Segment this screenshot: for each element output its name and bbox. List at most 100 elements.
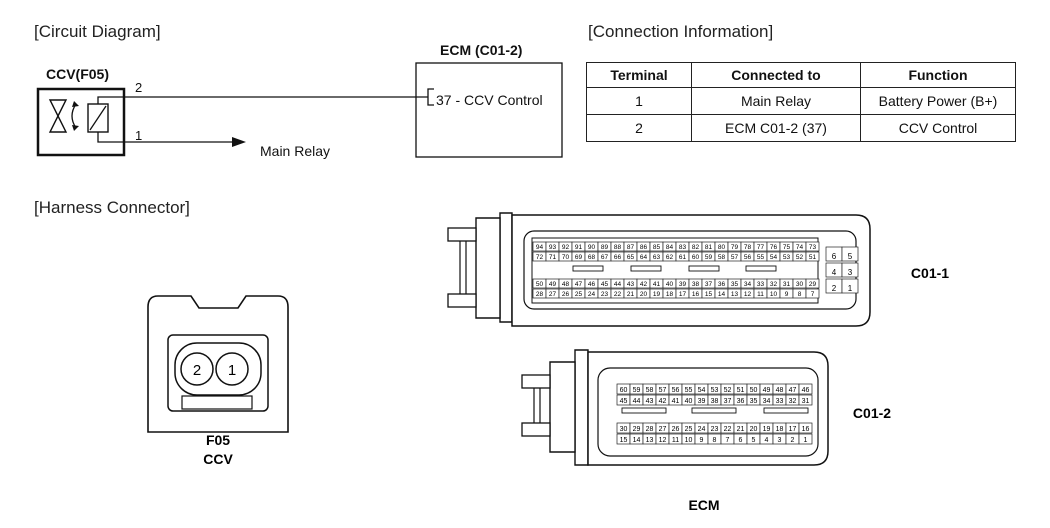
connector-pin-number: 31 (802, 398, 810, 405)
arrow-right-icon (232, 137, 246, 147)
connector-pin-number: 60 (620, 387, 628, 394)
connector-pin-number: 27 (549, 291, 557, 298)
connector-pin-number: 79 (731, 244, 739, 251)
wire-1-number: 1 (135, 128, 143, 143)
connector-pin-number: 23 (601, 291, 609, 298)
connector-pin-number: 84 (666, 244, 674, 251)
connector-pin-number: 70 (562, 254, 570, 261)
circuit-diagram-heading: [Circuit Diagram] (34, 22, 161, 41)
connector-pin-number: 86 (640, 244, 648, 251)
connector-pin-number: 75 (783, 244, 791, 251)
connector-pin-number: 69 (575, 254, 583, 261)
connector-pin-number: 11 (672, 437, 679, 444)
connector-pin-number: 92 (562, 244, 570, 251)
connector-pin-number: 30 (620, 426, 628, 433)
connector-pin-number: 39 (698, 398, 706, 405)
connector-pin (798, 433, 813, 445)
connector-pin-number: 91 (575, 244, 583, 251)
connector-pin-number: 30 (796, 281, 804, 288)
connector-pin-number: 72 (536, 254, 544, 261)
connector-pin-number: 58 (646, 387, 654, 394)
connector-pin-number: 6 (832, 252, 837, 261)
valve-symbol (48, 99, 68, 118)
connector-pin-number: 42 (659, 398, 667, 405)
connector-pin-number: 8 (713, 437, 717, 444)
connector-pin-number: 3 (848, 268, 853, 277)
connector-pin-number: 32 (770, 281, 778, 288)
connector-pin-number: 66 (614, 254, 622, 261)
connector-pin (805, 278, 820, 289)
connector-pin-number: 15 (705, 291, 713, 298)
connector-pin-number: 41 (653, 281, 661, 288)
connector-pin-number: 2 (832, 284, 837, 293)
connector-pin-number: 38 (692, 281, 700, 288)
connector-pin-number: 83 (679, 244, 687, 251)
harness-connector-heading: [Harness Connector] (34, 198, 190, 217)
connector-pin-number: 17 (679, 291, 687, 298)
connector-pin (841, 262, 859, 278)
connector-pin-number: 93 (549, 244, 557, 251)
connector-pin-number: 31 (783, 281, 791, 288)
connector-pin-number: 48 (562, 281, 570, 288)
connector-pin-number: 55 (685, 387, 693, 394)
connector-pin-number: 28 (646, 426, 654, 433)
connector-pin-number: 50 (536, 281, 544, 288)
connector-pin-number: 33 (757, 281, 765, 288)
connector-pin (798, 422, 813, 434)
connector-pin-number: 65 (627, 254, 635, 261)
connector-pin-number: 56 (672, 387, 680, 394)
f05-name: F05 (206, 432, 230, 448)
connector-pin-number: 43 (627, 281, 635, 288)
connector-pin-number: 36 (718, 281, 726, 288)
connector-pin-number: 64 (640, 254, 648, 261)
connector-pin-number: 71 (549, 254, 557, 261)
connector-pin-number: 22 (614, 291, 622, 298)
connector-pin-number: 37 (705, 281, 713, 288)
connector-pin-number: 67 (601, 254, 609, 261)
connector-pin-number: 81 (705, 244, 713, 251)
connector-pin-number: 12 (744, 291, 752, 298)
connector-pin-number: 13 (646, 437, 654, 444)
connector-pin-number: 43 (646, 398, 654, 405)
connector-pin (805, 288, 820, 299)
connector-pin-number: 85 (653, 244, 661, 251)
connector-pin-number: 59 (633, 387, 641, 394)
f05-sub-name: CCV (203, 451, 233, 467)
connector-pin-number: 1 (848, 284, 853, 293)
connector-pin-number: 62 (666, 254, 674, 261)
table-header: Terminal (586, 62, 692, 88)
connector-pin-number: 9 (785, 291, 789, 298)
connector-pin-number: 4 (765, 437, 769, 444)
connector-pin-number: 87 (627, 244, 635, 251)
connector-pin-number: 5 (848, 252, 853, 261)
connector-pin-number: 7 (726, 437, 730, 444)
connector-pin-number: 1 (804, 437, 808, 444)
ecm-connector-label: ECM (688, 497, 719, 513)
table-cell: CCV Control (860, 114, 1016, 142)
f05-pin-1 (215, 352, 249, 386)
connector-pin-number: 46 (588, 281, 596, 288)
connector-pin-number: 53 (711, 387, 719, 394)
connector-pin-number: 9 (700, 437, 704, 444)
connector-pin-number: 8 (798, 291, 802, 298)
connector-pin-number: 94 (536, 244, 544, 251)
connector-pin-number: 52 (796, 254, 804, 261)
table-header: Function (860, 62, 1016, 88)
connector-pin-number: 59 (705, 254, 713, 261)
connector-pin-number: 29 (633, 426, 641, 433)
ecm-c01-2-label: ECM (C01-2) (440, 42, 523, 58)
connector-pin-number: 88 (614, 244, 622, 251)
f05-pin-2-number: 2 (193, 362, 201, 379)
connector-pin-number: 53 (783, 254, 791, 261)
connector-pin-number: 44 (633, 398, 641, 405)
connector-pin-number: 74 (796, 244, 804, 251)
connector-pin-number: 47 (575, 281, 583, 288)
connector-pin-number: 21 (627, 291, 635, 298)
table-cell: 1 (586, 87, 692, 115)
connector-pin-number: 38 (711, 398, 719, 405)
table-cell: Main Relay (691, 87, 861, 115)
connector-pin-number: 34 (763, 398, 771, 405)
connector-pin-number: 29 (809, 281, 817, 288)
connector-pin-number: 11 (757, 291, 764, 298)
